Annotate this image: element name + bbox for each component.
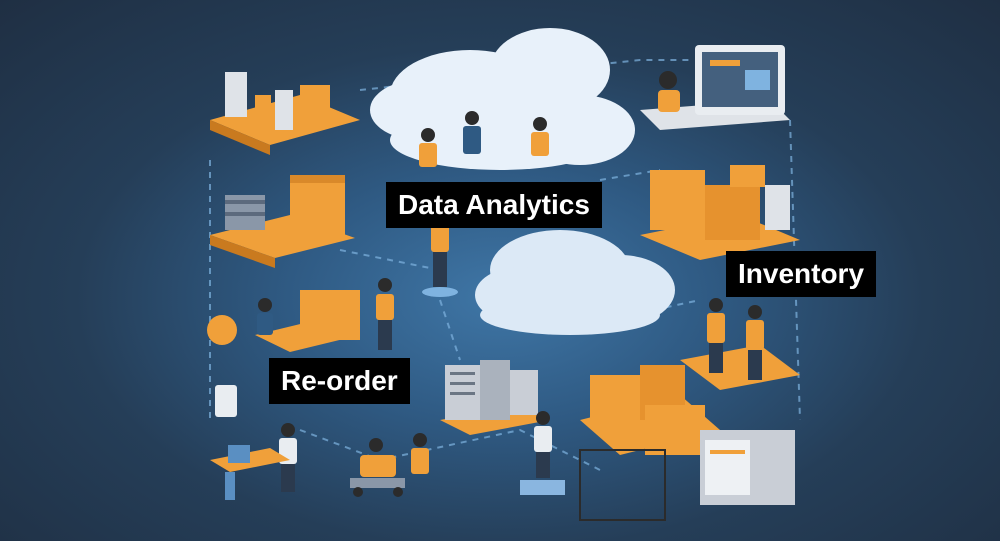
- reorder-desk: [207, 278, 394, 352]
- shelf-left-middle: [210, 175, 355, 268]
- shelf-top-left: [210, 72, 360, 155]
- reorder-label: Re-order: [269, 358, 410, 404]
- inventory-boxes-right: [640, 165, 800, 260]
- server-racks: [440, 360, 550, 435]
- warehouse-boxes-bottom: [580, 365, 795, 505]
- inventory-label: Inventory: [726, 251, 876, 297]
- people-inventory: [680, 298, 800, 390]
- laptop-station: [640, 45, 790, 130]
- data-analytics-label: Data Analytics: [386, 182, 602, 228]
- cloud-top: [370, 28, 635, 170]
- cloud-middle: [475, 230, 675, 335]
